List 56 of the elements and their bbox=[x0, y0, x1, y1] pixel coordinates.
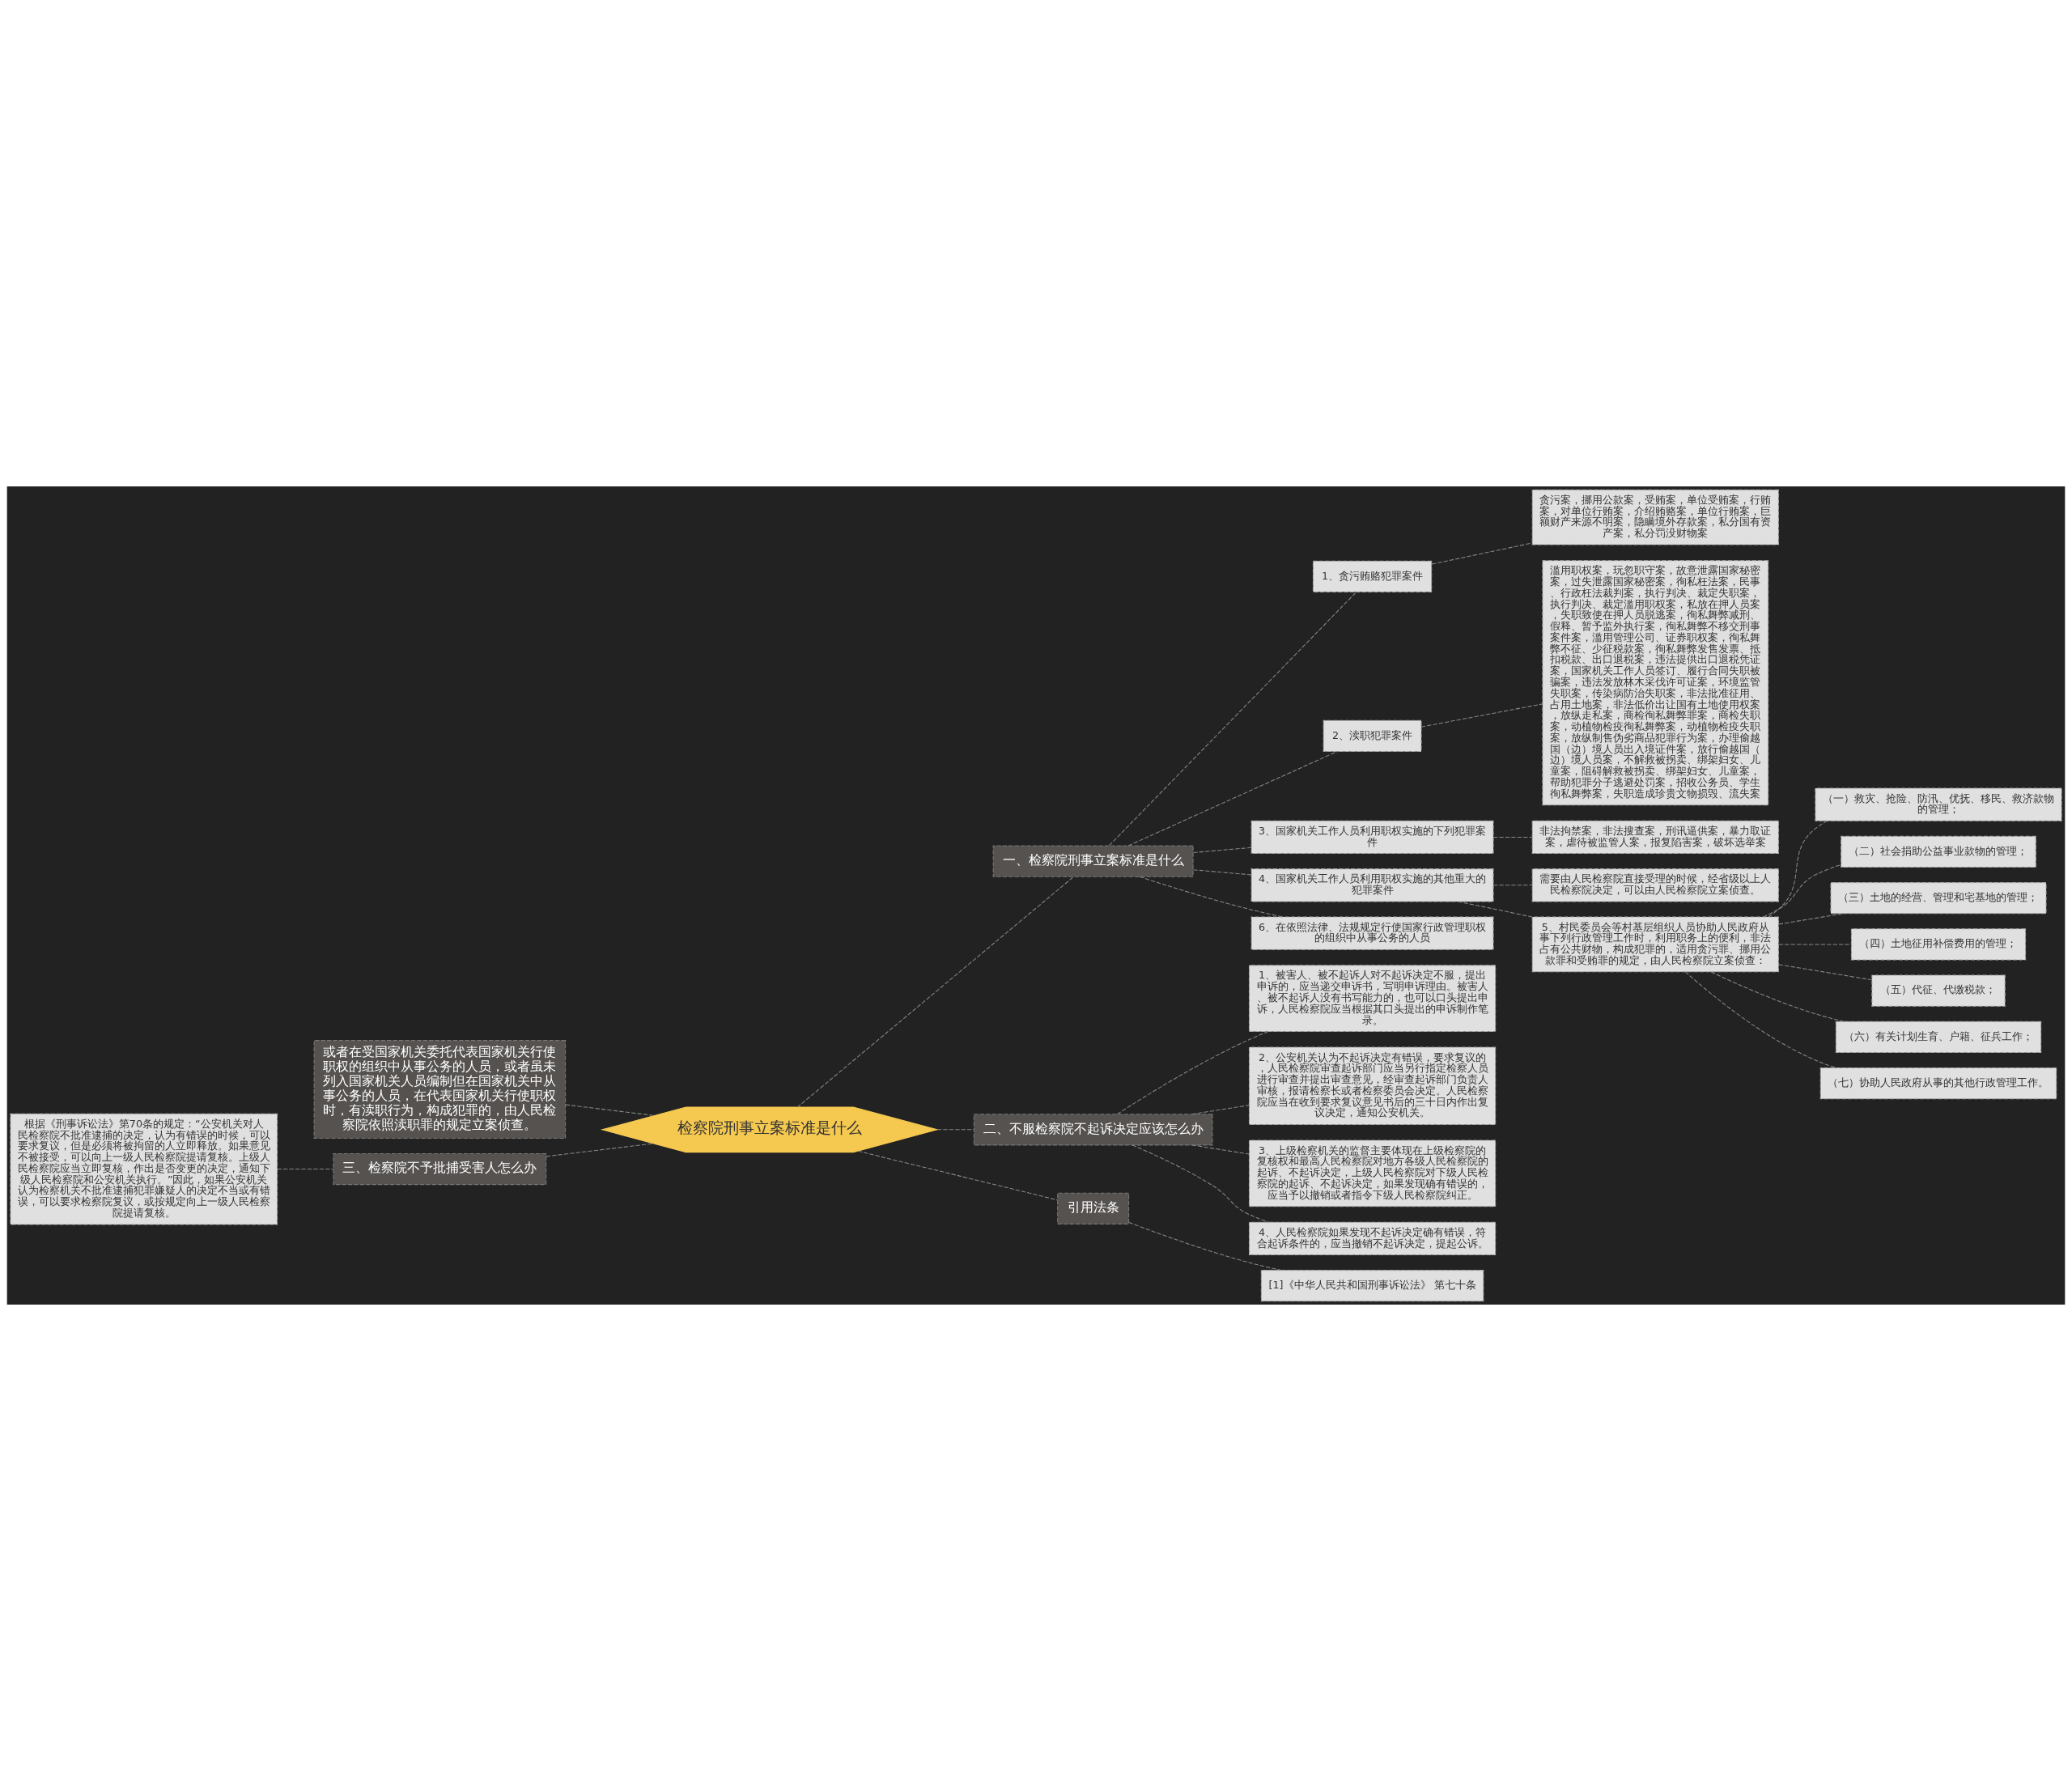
node-box: （五）代征、代缴税款； bbox=[1871, 974, 2006, 1007]
connector bbox=[546, 1143, 654, 1157]
connector bbox=[1128, 1221, 1282, 1271]
node-box: （二）社会捐助公益事业款物的管理； bbox=[1841, 835, 2036, 868]
node-box: 二、不服检察院不起诉决定应该怎么办 bbox=[973, 1114, 1213, 1146]
connector bbox=[1492, 885, 1533, 886]
node-box: 贪污案，挪用公款案，受贿案，单位受贿案，行贿案，对单位行贿案，介绍贿赂案，单位行贿案，巨额财产来源不明案，隐瞒境外存款案，私分国有资产案，私分罚没财物案 bbox=[1531, 489, 1779, 545]
connector bbox=[857, 1150, 1059, 1201]
connector bbox=[1420, 703, 1543, 728]
node-box: 根据《刑事诉讼法》第70条的规定：“公安机关对人民检察院不批准逮捕的决定，认为有错误的时候，可以要求复议，但是必须将被拘留的人立即释放。如果意见不被接受，可以向上一级人民检察院提请复核。上级人民检察院应当立即复核，作出是否变更的决定，通知下级人民检察院和公安机关执行。”因此，如果公安机关认为检察机关不批准逮捕犯罪嫌疑人的决定不当或有错误，可以要求检察院复议，或按规定向上一级人民检察院提请复核。 bbox=[10, 1113, 278, 1225]
node-box: （三）土地的经营、管理和宅基地的管理； bbox=[1830, 882, 2047, 915]
node-box: 非法拘禁案，非法搜查案，刑讯逼供案，暴力取证案，虐待被监管人案，报复陷害案，破坏选举案 bbox=[1531, 820, 1779, 855]
connector bbox=[1768, 820, 1828, 918]
node-box: 6、在依照法律、法规规定行使国家行政管理职权的组织中从事公务的人员 bbox=[1250, 916, 1494, 950]
connector bbox=[1778, 913, 1845, 925]
connector bbox=[936, 1129, 974, 1131]
connector bbox=[1684, 971, 1837, 1068]
connector bbox=[1192, 869, 1252, 876]
node-box: 三、检察院不予批捕受害人怎么办 bbox=[333, 1152, 547, 1186]
connector bbox=[1457, 901, 1533, 918]
node-box: （六）有关计划生育、户籍、征兵工作； bbox=[1835, 1021, 2042, 1053]
node-box: 4、国家机关工作人员利用职权实施的其他重大的犯罪案件 bbox=[1250, 868, 1494, 902]
connector bbox=[1192, 847, 1252, 853]
node-box: 滥用职权案，玩忽职守案，故意泄露国家秘密案，过失泄露国家秘密案，徇私枉法案，民事、行政枉法裁判案，执行判决、裁定失职案，执行判决、裁定滥用职权案，私放在押人员案，失职致使在押人员脱逃案，徇私舞弊减刑、假释、暂予监外执行案，徇私舞弊不移交刑事案件案，滥用管理公司、证券职权案，徇私舞弊不征、少征税款案，徇私舞弊发售发票、抵扣税款、出口退税案，违法提供出口退税凭证案，国家机关工作人员签订、履行合同失职被骗案，违法发放林木采伐许可证案，环境监管失职案，传染病防治失职案，非法批准征用、占用土地案，非法低价出让国有土地使用权案，放纵走私案，商检徇私舞弊罪案，商检失职案，动植物检疫徇私舞弊案，动植物检疫失职案，放纵制售伪劣商品犯罪行为案，办理偷越国（边）境人员出入境证件案，放行偷越国（边）境人员案，不解救被拐卖、绑架妇女、儿童案，阻碍解救被拐卖、绑架妇女、儿童案，帮助犯罪分子逃避处罚案，招收公务员、学生徇私舞弊案，失职造成珍贵文物损毁、流失案 bbox=[1542, 560, 1769, 806]
node-box: 3、上级检察机关的监督主要体现在上级检察院的复核权和最高人民检察院对地方各级人民检察院的起诉、不起诉决定，上级人民检察院对下级人民检察院的起诉、不起诉决定，如果发现确有错误的，应当予以撤销或者指令下级人民检察院纠正。 bbox=[1248, 1140, 1497, 1207]
node-box: 2、渎职犯罪案件 bbox=[1323, 719, 1422, 752]
node-box: [1]《中华人民共和国刑事诉讼法》 第七十条 bbox=[1260, 1270, 1484, 1302]
node-box: 需要由人民检察院直接受理的时候，经省级以上人民检察院决定，可以由人民检察院立案侦查。 bbox=[1531, 868, 1779, 902]
connector bbox=[796, 876, 1075, 1108]
node-box: 2、公安机关认为不起诉决定有错误，要求复议的，人民检察院审查起诉部门应当另行指定检察人员进行审查并提出审查意见，经审查起诉部门负责人审核，报请检察长或者检察委员会决定。人民检察院应当在收到要求复议意见书后的三十日内作出复议决定，通知公安机关。 bbox=[1248, 1046, 1497, 1125]
connector bbox=[1117, 1031, 1269, 1115]
node-box: （一）救灾、抢险、防汛、优抚、移民、救济款物的管理； bbox=[1815, 787, 2062, 821]
node-box: 一、检察院刑事立案标准是什么 bbox=[992, 845, 1194, 877]
connector bbox=[1778, 944, 1852, 945]
connector bbox=[1139, 876, 1284, 918]
connector bbox=[1109, 592, 1357, 847]
connector bbox=[1431, 542, 1533, 565]
node-box: （四）土地征用补偿费用的管理； bbox=[1850, 928, 2027, 961]
node-box: 5、村民委员会等村基层组织人员协助人民政府从事下列行政管理工作时，利用职务上的便利，非法占有公共财物，构成犯罪的，适用贪污罪、挪用公款罪和受贿罪的规定，由人民检察院立案侦查： bbox=[1531, 916, 1779, 973]
node-box: （七）协助人民政府从事的其他行政管理工作。 bbox=[1819, 1067, 2057, 1100]
node-box: 或者在受国家机关委托代表国家机关行使职权的组织中从事公务的人员，或者虽未列入国家机关人员编制但在国家机关中从事公务的人员，在代表国家机关行使职权时，有渎职行为，构成犯罪的，由人民检察院依照渎职罪的规定立案侦查。 bbox=[313, 1040, 567, 1139]
node-box: 1、贪污贿赂犯罪案件 bbox=[1312, 560, 1433, 592]
connector bbox=[1191, 1105, 1250, 1115]
connector bbox=[1132, 1144, 1270, 1223]
connector bbox=[1191, 1144, 1250, 1155]
node-box: 4、人民检察院如果发现不起诉决定确有错误，符合起诉条件的，应当撤销不起诉决定，提起公诉。 bbox=[1248, 1221, 1497, 1256]
connector bbox=[1127, 750, 1338, 847]
node-box: 1、被害人、被不起诉人对不起诉决定不服，提出申诉的，应当递交申诉书，写明申诉理由。被害人、被不起诉人没有书写能力的，也可以口头提出申诉，人民检察院应当根据其口头提出的申诉制作笔录。 bbox=[1248, 965, 1497, 1032]
connector bbox=[1778, 964, 1873, 981]
connector bbox=[1492, 836, 1533, 838]
node-box: 3、国家机关工作人员利用职权实施的下列犯罪案件 bbox=[1250, 820, 1494, 855]
connector bbox=[1762, 864, 1841, 918]
connector bbox=[1710, 971, 1845, 1022]
node-box: 引用法条 bbox=[1057, 1192, 1130, 1224]
connector bbox=[277, 1169, 334, 1170]
connector bbox=[565, 1104, 656, 1116]
